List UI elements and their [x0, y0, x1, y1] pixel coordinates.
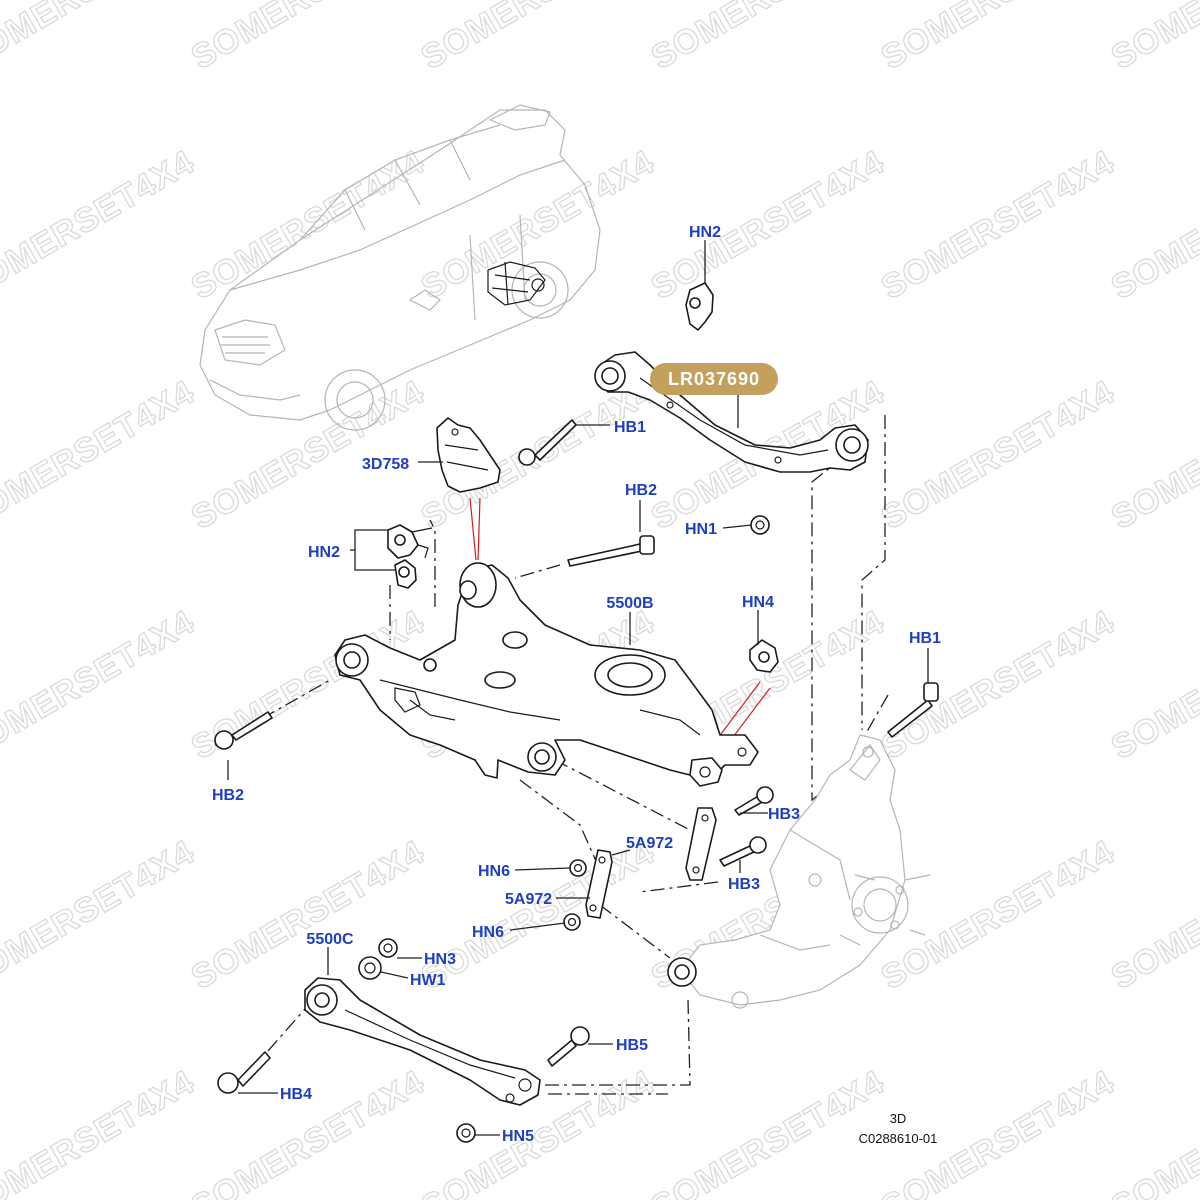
callout-3d758[interactable]: 3D758	[362, 456, 409, 473]
watermark-text: SOMERSET4X4	[415, 833, 661, 997]
hn2-brackets-left	[387, 524, 433, 589]
callout-5500b[interactable]: 5500B	[606, 595, 653, 612]
watermark-text: SOMERSET4X4	[875, 373, 1121, 537]
watermark-text: SOMERSET4X4	[0, 143, 201, 307]
rear-mount-nut	[689, 757, 723, 787]
nuts	[358, 515, 770, 1143]
watermark-text: SOMERSET4X4	[0, 373, 201, 537]
callout-labels: HN2 HB1 3D758 HB2 HN1 HN2 5500B HN4 HB1 …	[212, 224, 941, 1145]
callout-hn5[interactable]: HN5	[502, 1128, 534, 1145]
part-number-text: LR037690	[668, 369, 760, 389]
callout-hw1[interactable]: HW1	[410, 972, 446, 989]
callout-hn2-left[interactable]: HN2	[308, 544, 340, 561]
watermark-text: SOMERSET4X4	[185, 0, 431, 77]
callout-hb3-bottom[interactable]: HB3	[728, 876, 760, 893]
watermark-text: SOMERSET4X4	[0, 1063, 201, 1200]
callout-5a972-right[interactable]: 5A972	[626, 835, 673, 852]
callout-hn6-top[interactable]: HN6	[478, 863, 510, 880]
callout-hb1-right[interactable]: HB1	[909, 630, 941, 647]
watermark-text: SOMERSET4X4	[0, 603, 201, 767]
watermark-text: SOMERSET4X4	[645, 1063, 891, 1200]
part-number-badge[interactable]: LR037690	[650, 363, 778, 395]
callout-hb2-left[interactable]: HB2	[212, 787, 244, 804]
watermark-text: SOMERSET4X4	[185, 833, 431, 997]
watermark-text: SOMERSET4X4	[0, 833, 201, 997]
subframe-5500b	[334, 562, 759, 781]
watermark-text: SOMERSET4X4	[1105, 143, 1200, 307]
watermark-text: SOMERSET4X4	[185, 373, 431, 537]
diagram-meta: 3D C0288610-01	[859, 1111, 938, 1146]
watermark-text: SOMERSET4X4	[645, 0, 891, 77]
lower-link-5500c	[304, 957, 697, 1106]
callout-leaders	[227, 240, 929, 1136]
watermark-text: SOMERSET4X4	[875, 0, 1121, 77]
vehicle-overview	[199, 104, 601, 431]
callout-hb3-top[interactable]: HB3	[768, 806, 800, 823]
watermark-text: SOMERSET4X4	[0, 0, 201, 77]
watermark-text: SOMERSET4X4	[875, 603, 1121, 767]
callout-5500c[interactable]: 5500C	[306, 931, 354, 948]
hn4-bracket	[749, 639, 779, 673]
callout-hb2-mid[interactable]: HB2	[625, 482, 657, 499]
view-label: 3D	[890, 1111, 907, 1126]
callout-hn4[interactable]: HN4	[742, 594, 774, 611]
callout-hb1-top[interactable]: HB1	[614, 419, 646, 436]
watermark-text: SOMERSET4X4	[875, 143, 1121, 307]
watermark-text: SOMERSET4X4	[415, 0, 661, 77]
hn2-bracket-top	[685, 282, 714, 331]
callout-hn1[interactable]: HN1	[685, 521, 717, 538]
callout-hb5[interactable]: HB5	[616, 1037, 648, 1054]
callout-5a972-left[interactable]: 5A972	[505, 891, 552, 908]
watermark-text: SOMERSET4X4	[1105, 373, 1200, 537]
watermark-text: SOMERSET4X4	[1105, 833, 1200, 997]
callout-hb4[interactable]: HB4	[280, 1086, 312, 1103]
callout-hn2-top[interactable]: HN2	[689, 224, 721, 241]
watermark-text: SOMERSET4X4	[185, 143, 431, 307]
watermark-text: SOMERSET4X4	[875, 833, 1121, 997]
watermark-text: SOMERSET4X4	[1105, 1063, 1200, 1200]
watermark-text: SOMERSET4X4	[645, 143, 891, 307]
rear-knuckle	[679, 734, 931, 1009]
callout-hn3[interactable]: HN3	[424, 951, 456, 968]
link-plates-5a972	[585, 807, 717, 919]
watermark-text: SOMERSET4X4	[415, 143, 661, 307]
watermark-text: SOMERSET4X4	[1105, 603, 1200, 767]
watermark-text: SOMERSET4X4	[1105, 0, 1200, 77]
shield-3d758	[436, 417, 501, 493]
diagram-id: C0288610-01	[859, 1131, 938, 1146]
callout-hn6-bottom[interactable]: HN6	[472, 924, 504, 941]
